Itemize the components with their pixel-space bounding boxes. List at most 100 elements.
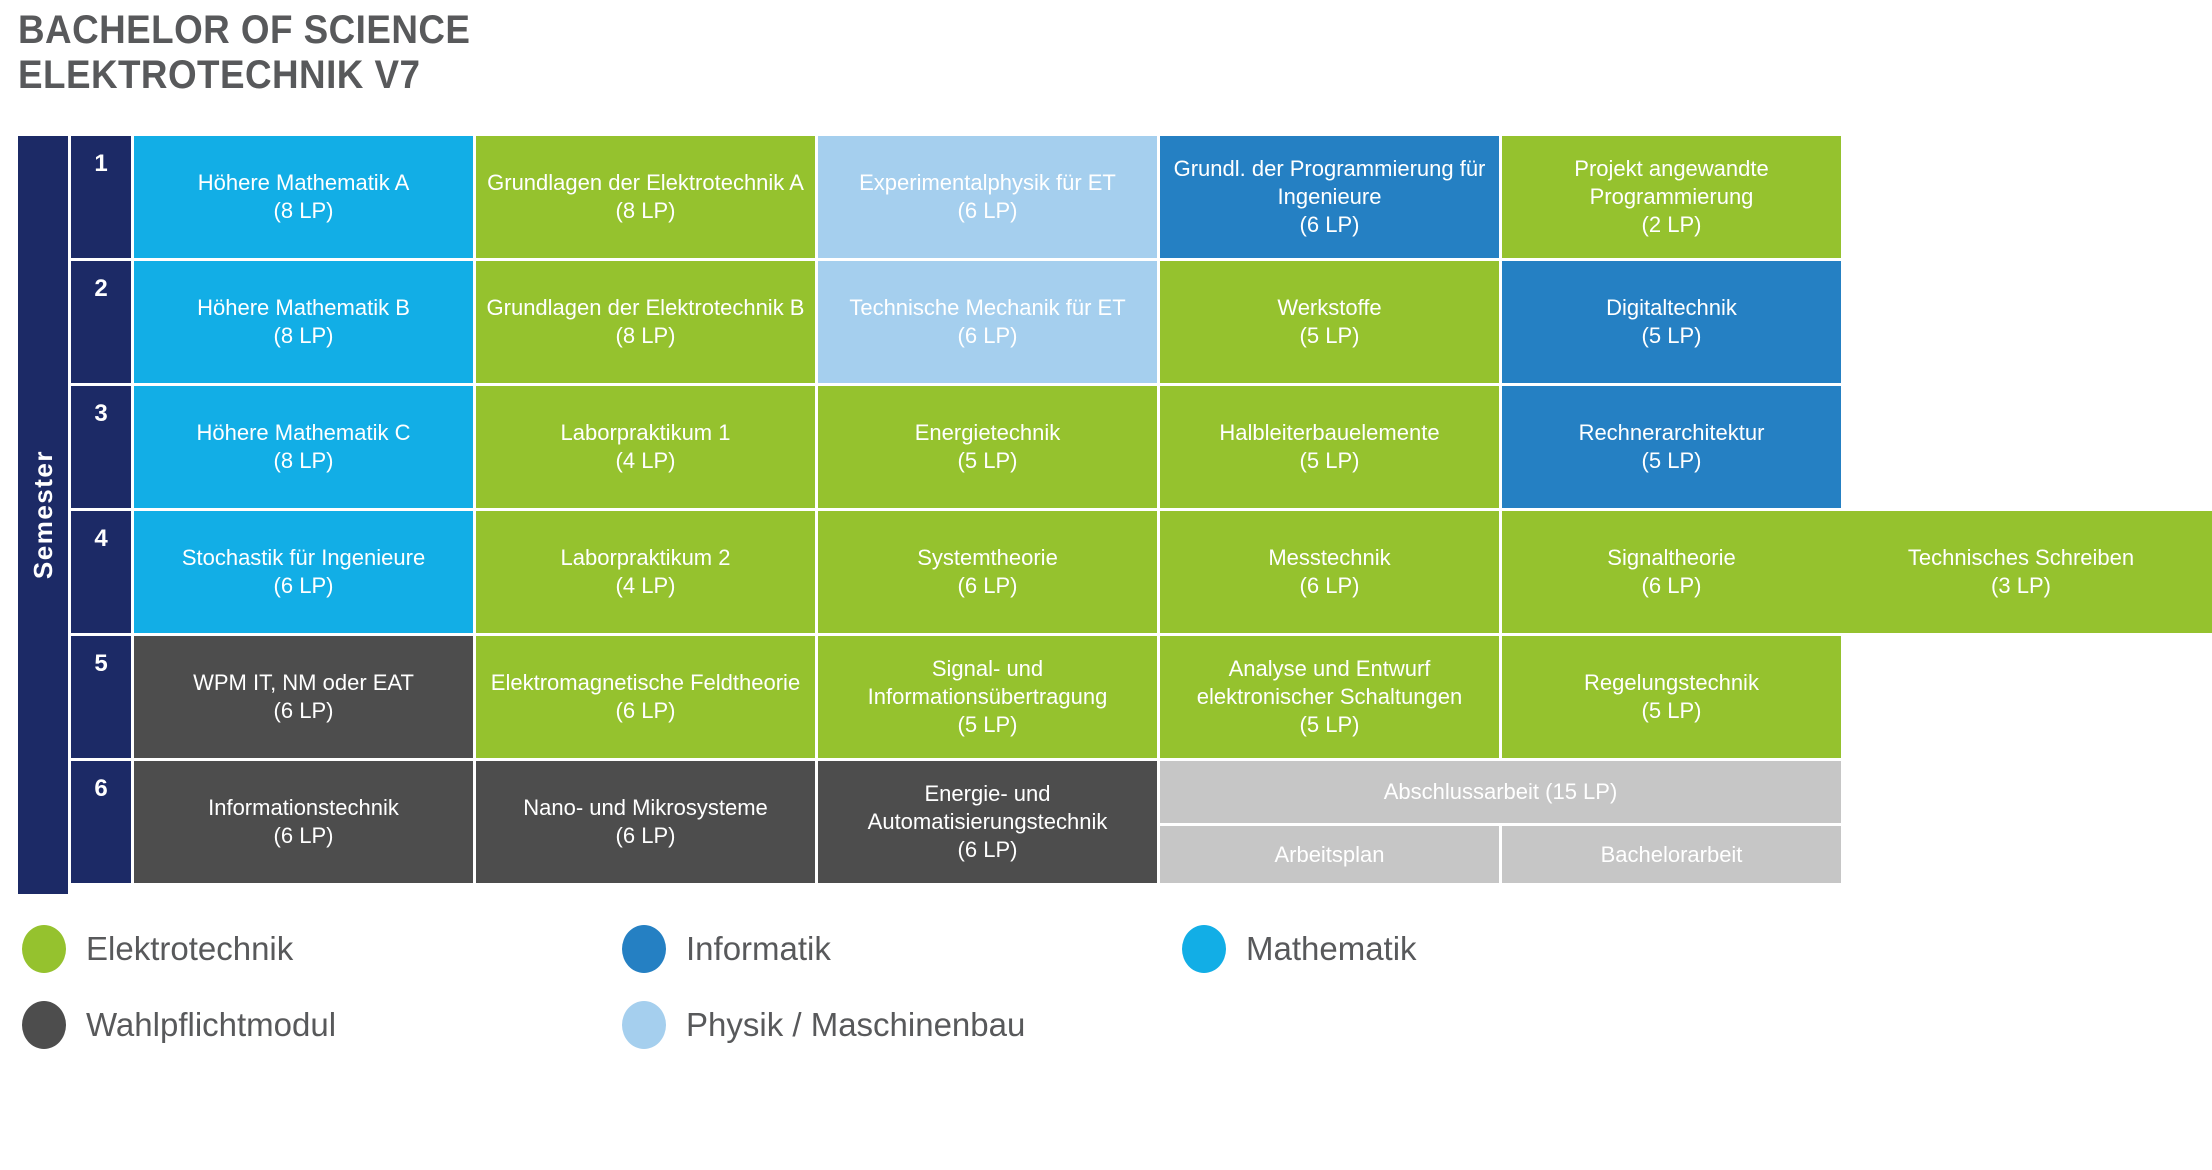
module-cell[interactable]: Signal- und Informationsübertragung (5 L… — [818, 636, 1157, 758]
module-cell[interactable]: Projekt angewandte Programmierung (2 LP) — [1502, 136, 1841, 258]
semester-number-5: 5 — [71, 636, 131, 758]
legend-dot-icon — [622, 925, 666, 973]
module-credits: (2 LP) — [1641, 212, 1702, 237]
module-cell[interactable]: Elektromagnetische Feldtheorie (6 LP) — [476, 636, 815, 758]
semester-axis-label: Semester — [18, 136, 68, 894]
module-credits: (8 LP) — [273, 198, 334, 223]
module-credits: (5 LP) — [1641, 323, 1702, 348]
module-name: WPM IT, NM oder EAT — [193, 670, 414, 695]
bachelorarbeit-cell[interactable]: Bachelorarbeit — [1502, 826, 1841, 883]
legend-item-physik-maschinenbau: Physik / Maschinenbau — [622, 1001, 1182, 1049]
semester-number-1: 1 — [71, 136, 131, 258]
module-name: Laborpraktikum 2 — [560, 545, 731, 570]
module-cell[interactable]: Informationstechnik (6 LP) — [134, 761, 473, 883]
module-name: Elektromagnetische Feldtheorie — [490, 670, 801, 695]
arbeitsplan-cell[interactable]: Arbeitsplan — [1160, 826, 1499, 883]
module-cell[interactable]: Energie- und Automatisierungstechnik (6 … — [818, 761, 1157, 883]
module-cell[interactable]: Nano- und Mikrosysteme (6 LP) — [476, 761, 815, 883]
module-name: Projekt angewandte Programmierung — [1574, 156, 1769, 209]
module-name: Regelungstechnik — [1584, 670, 1759, 695]
module-name: Laborpraktikum 1 — [560, 420, 731, 445]
module-cell[interactable]: Höhere Mathematik A (8 LP) — [134, 136, 473, 258]
legend-row-1: Elektrotechnik Informatik Mathematik — [22, 925, 1522, 973]
module-cell[interactable]: Signaltheorie (6 LP) — [1502, 511, 1841, 633]
module-name: Signaltheorie — [1607, 545, 1736, 570]
curriculum-matrix: Semester 1 Höhere Mathematik A (8 LP) Gr… — [18, 136, 2212, 894]
abschlussarbeit-parts: Arbeitsplan Bachelorarbeit — [1160, 826, 1841, 883]
module-credits: (8 LP) — [615, 198, 676, 223]
semester-row-5: 5 WPM IT, NM oder EAT (6 LP) Elektromagn… — [71, 636, 2178, 758]
module-credits: (6 LP) — [615, 698, 676, 723]
module-credits: (3 LP) — [1991, 573, 2051, 598]
page-title: BACHELOR OF SCIENCE ELEKTROTECHNIK V7 — [18, 8, 510, 98]
module-name: Höhere Mathematik B — [197, 295, 410, 320]
legend-label: Informatik — [686, 930, 831, 967]
module-cell[interactable]: Experimentalphysik für ET (6 LP) — [818, 136, 1157, 258]
legend-label: Mathematik — [1246, 930, 1417, 967]
module-credits: (6 LP) — [1299, 573, 1360, 598]
module-credits: (6 LP) — [1641, 573, 1702, 598]
module-name: Halbleiterbauelemente — [1219, 420, 1440, 445]
module-cell[interactable]: Höhere Mathematik C (8 LP) — [134, 386, 473, 508]
legend-item-wahlpflichtmodul: Wahlpflichtmodul — [22, 1001, 622, 1049]
module-cell[interactable]: Messtechnik (6 LP) — [1160, 511, 1499, 633]
module-cell[interactable]: Energietechnik (5 LP) — [818, 386, 1157, 508]
module-cell[interactable]: Grundlagen der Elektrotechnik B (8 LP) — [476, 261, 815, 383]
semester-number-3: 3 — [71, 386, 131, 508]
module-cell-extra[interactable]: Technisches Schreiben (3 LP) — [1811, 511, 2212, 633]
module-name: Technische Mechanik für ET — [849, 295, 1126, 320]
module-name: Rechnerarchitektur — [1578, 420, 1765, 445]
module-cell[interactable]: Laborpraktikum 1 (4 LP) — [476, 386, 815, 508]
legend-label: Elektrotechnik — [86, 930, 294, 967]
module-credits: (5 LP) — [1299, 448, 1360, 473]
module-name: Informationstechnik — [208, 795, 399, 820]
module-cell[interactable]: Digitaltechnik (5 LP) — [1502, 261, 1841, 383]
module-cell[interactable]: Halbleiterbauelemente (5 LP) — [1160, 386, 1499, 508]
module-name: Höhere Mathematik A — [197, 170, 410, 195]
module-name: Höhere Mathematik C — [196, 420, 411, 445]
module-name: Signal- und Informationsübertragung — [867, 656, 1108, 709]
module-credits: (6 LP) — [273, 698, 334, 723]
module-cell[interactable]: Stochastik für Ingenieure (6 LP) — [134, 511, 473, 633]
semester-row-6: 6 Informationstechnik (6 LP) Nano- und M… — [71, 761, 2178, 883]
module-name: Digitaltechnik — [1606, 295, 1737, 320]
legend-item-informatik: Informatik — [622, 925, 1182, 973]
module-credits: (4 LP) — [615, 573, 676, 598]
legend-row-2: Wahlpflichtmodul Physik / Maschinenbau — [22, 1001, 1522, 1049]
module-cell[interactable]: Analyse und Entwurf elektronischer Schal… — [1160, 636, 1499, 758]
module-cell[interactable]: Grundlagen der Elektrotechnik A (8 LP) — [476, 136, 815, 258]
semester-number-6: 6 — [71, 761, 131, 883]
module-credits: (5 LP) — [957, 448, 1018, 473]
module-cell[interactable]: Regelungstechnik (5 LP) — [1502, 636, 1841, 758]
title-line-1: BACHELOR OF SCIENCE — [18, 8, 471, 52]
module-cell[interactable]: Rechnerarchitektur (5 LP) — [1502, 386, 1841, 508]
abschlussarbeit-block: Abschlussarbeit (15 LP) Arbeitsplan Bach… — [1160, 761, 1841, 883]
module-cell[interactable]: Technische Mechanik für ET (6 LP) — [818, 261, 1157, 383]
semester-number-4: 4 — [71, 511, 131, 633]
module-cell[interactable]: Werkstoffe (5 LP) — [1160, 261, 1499, 383]
semester-axis-text: Semester — [27, 450, 58, 580]
module-credits: (5 LP) — [1641, 698, 1702, 723]
module-credits: (5 LP) — [1299, 712, 1360, 737]
module-credits: (8 LP) — [273, 323, 334, 348]
module-name: Grundlagen der Elektrotechnik B — [486, 295, 805, 320]
module-name: Energietechnik — [914, 420, 1061, 445]
module-credits: (6 LP) — [957, 323, 1018, 348]
module-cell[interactable]: Systemtheorie (6 LP) — [818, 511, 1157, 633]
semester-row-2: 2 Höhere Mathematik B (8 LP) Grundlagen … — [71, 261, 2178, 383]
module-name: Analyse und Entwurf elektronischer Schal… — [1196, 656, 1463, 709]
module-credits: (8 LP) — [273, 448, 334, 473]
module-cell[interactable]: Höhere Mathematik B (8 LP) — [134, 261, 473, 383]
module-name: Experimentalphysik für ET — [859, 170, 1116, 195]
module-credits: (6 LP) — [1299, 212, 1360, 237]
module-name: Nano- und Mikrosysteme — [523, 795, 768, 820]
legend-item-mathematik: Mathematik — [1182, 925, 1417, 973]
legend-item-elektrotechnik: Elektrotechnik — [22, 925, 622, 973]
legend-dot-icon — [1182, 925, 1226, 973]
module-cell[interactable]: Grundl. der Programmierung für Ingenieur… — [1160, 136, 1499, 258]
module-cell[interactable]: WPM IT, NM oder EAT (6 LP) — [134, 636, 473, 758]
module-cell[interactable]: Laborpraktikum 2 (4 LP) — [476, 511, 815, 633]
legend-dot-icon — [22, 1001, 66, 1049]
module-name: Energie- und Automatisierungstechnik — [867, 781, 1108, 834]
semester-row-3: 3 Höhere Mathematik C (8 LP) Laborprakti… — [71, 386, 2178, 508]
